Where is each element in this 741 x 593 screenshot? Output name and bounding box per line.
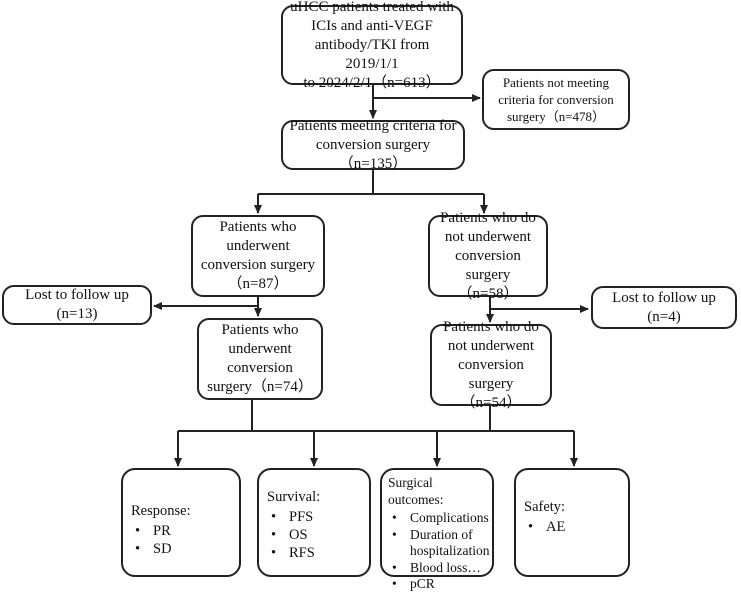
outcome-safety: Safety: AE xyxy=(514,468,630,577)
node-surgery: Patients who underwent conversion surger… xyxy=(191,215,325,297)
outcome-surgical-title: Surgical outcomes: xyxy=(388,475,444,507)
outcome-survival-title: Survival: xyxy=(267,489,321,505)
node-excluded-text: Patients not meeting criteria for conver… xyxy=(498,75,614,124)
node-surgery-text: Patients who underwent conversion surger… xyxy=(200,219,316,292)
list-item: OS xyxy=(267,526,361,544)
list-item: Blood loss… xyxy=(388,560,486,577)
list-item: pCR xyxy=(388,576,486,593)
outcome-safety-list: AE xyxy=(524,518,620,536)
node-lost-right: Lost to follow up (n=4) xyxy=(591,286,737,329)
node-meeting: Patients meeting criteria for conversion… xyxy=(281,118,465,172)
outcome-survival: Survival: PFS OS RFS xyxy=(257,468,371,577)
node-no-surgery: Patients who do not underwent conversion… xyxy=(428,210,548,302)
list-item: PFS xyxy=(267,508,361,526)
list-item: Complications xyxy=(388,510,489,527)
node-lost-left-text: Lost to follow up (n=13) xyxy=(25,287,129,322)
outcome-response-list: PR SD xyxy=(131,522,231,558)
node-excluded: Patients not meeting criteria for conver… xyxy=(482,69,630,130)
node-no-surgery-final: Patients who do not underwent conversion… xyxy=(430,319,552,411)
node-start-text: uHCC patients treated with ICIs and anti… xyxy=(290,0,454,91)
list-item: PR xyxy=(131,522,231,540)
node-lost-right-text: Lost to follow up (n=4) xyxy=(612,289,716,325)
node-surgery-final: Patients who underwent conversion surger… xyxy=(197,318,323,400)
node-no-surgery-text: Patients who do not underwent conversion… xyxy=(440,209,536,302)
outcome-surgical: Surgical outcomes: Complications Duratio… xyxy=(380,468,494,592)
outcome-response: Response: PR SD xyxy=(121,468,241,577)
node-start: uHCC patients treated with ICIs and anti… xyxy=(281,0,463,91)
list-item: SD xyxy=(131,540,231,558)
node-lost-left: Lost to follow up (n=13) xyxy=(2,285,152,325)
node-no-surgery-final-text: Patients who do not underwent conversion… xyxy=(443,318,539,411)
list-item: Duration of hospitalization xyxy=(388,527,489,560)
outcome-safety-title: Safety: xyxy=(524,499,566,515)
list-item: AE xyxy=(524,518,620,536)
node-meeting-text: Patients meeting criteria for conversion… xyxy=(289,117,457,172)
outcome-surgical-list: Complications Duration of hospitalizatio… xyxy=(388,510,489,593)
node-surgery-final-text: Patients who underwent conversion surger… xyxy=(207,322,313,395)
list-item: RFS xyxy=(267,544,361,562)
outcome-survival-list: PFS OS RFS xyxy=(267,508,361,562)
outcome-response-title: Response: xyxy=(131,503,191,519)
